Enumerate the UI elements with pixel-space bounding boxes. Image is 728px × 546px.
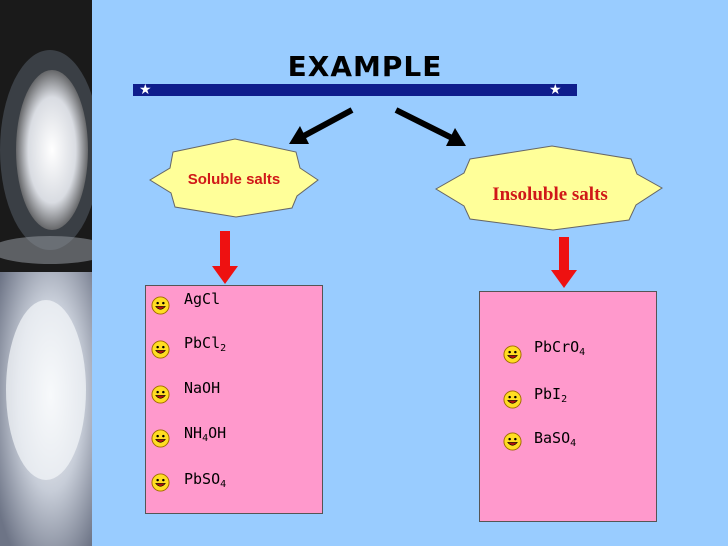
soluble-burst-shape bbox=[149, 138, 319, 218]
list-item: PbCrO4 bbox=[534, 338, 586, 358]
insoluble-salts-label: Insoluble salts bbox=[492, 184, 608, 205]
list-item: NaOH bbox=[184, 379, 221, 397]
smiley-icon bbox=[151, 385, 170, 404]
list-item: NH4OH bbox=[184, 424, 227, 444]
salt-photo-strip bbox=[0, 0, 92, 546]
list-item: PbSO4 bbox=[184, 470, 227, 490]
arrow-down-left-icon bbox=[212, 231, 238, 284]
star-icon: ★ bbox=[549, 82, 562, 98]
smiley-icon bbox=[151, 429, 170, 448]
arrow-left-diagonal-icon bbox=[289, 107, 354, 144]
smiley-icon bbox=[151, 473, 170, 492]
smiley-icon bbox=[503, 432, 522, 451]
arrow-down-right-icon bbox=[551, 237, 577, 288]
smiley-icon bbox=[503, 390, 522, 409]
salt-photos bbox=[0, 0, 92, 546]
list-item: PbCl2 bbox=[184, 334, 227, 354]
title-underline-bar: ★ ★ bbox=[133, 82, 577, 98]
insoluble-burst-shape bbox=[435, 145, 663, 231]
list-item: AgCl bbox=[184, 290, 221, 308]
list-item: PbI2 bbox=[534, 385, 568, 405]
smiley-icon bbox=[503, 345, 522, 364]
list-item: BaSO4 bbox=[534, 429, 577, 449]
smiley-icon bbox=[151, 296, 170, 315]
star-icon: ★ bbox=[139, 82, 152, 98]
soluble-salts-label: Soluble salts bbox=[187, 171, 281, 188]
smiley-icon bbox=[151, 340, 170, 359]
page-title: EXAMPLE bbox=[287, 50, 443, 83]
soluble-salts-box bbox=[145, 285, 323, 514]
arrow-right-diagonal-icon bbox=[394, 107, 466, 146]
